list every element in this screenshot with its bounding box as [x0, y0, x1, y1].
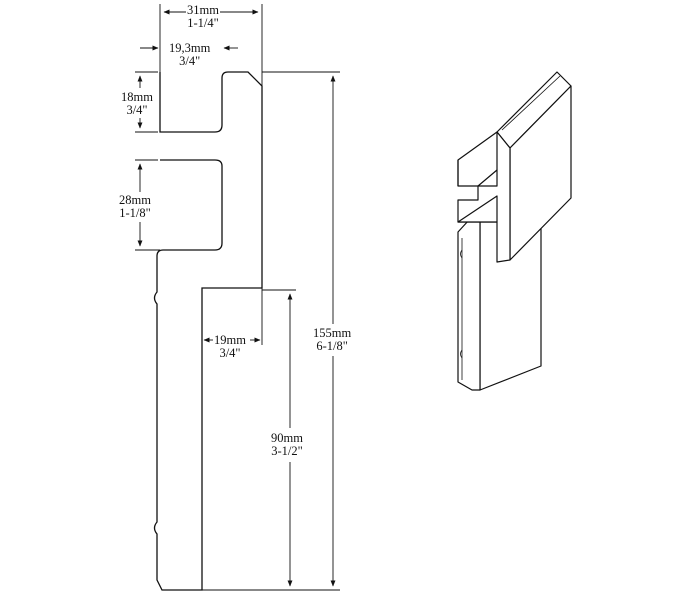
dim-inner-width-imperial: 3/4"	[179, 54, 201, 68]
dim-top-groove-imperial: 3/4"	[126, 103, 148, 117]
dim-base-thickness-metric: 19mm	[214, 333, 246, 347]
dim-middle-groove-metric: 28mm	[119, 193, 151, 207]
dim-total-height-imperial: 6-1/8"	[316, 339, 348, 353]
dim-top-groove-label: 18mm 3/4"	[120, 91, 154, 117]
isometric-details	[460, 75, 561, 380]
dim-middle-groove-imperial: 1-1/8"	[119, 206, 151, 220]
dim-inner-width-metric: 19,3mm	[169, 41, 211, 55]
dim-total-height-metric: 155mm	[313, 326, 352, 340]
dim-overall-width-label: 31mm 1-1/4"	[186, 4, 220, 30]
dim-middle-groove-label: 28mm 1-1/8"	[118, 194, 152, 220]
dim-top-groove-metric: 18mm	[121, 90, 153, 104]
dim-base-thickness-label: 19mm 3/4"	[213, 334, 247, 360]
dim-overall-width-metric: 31mm	[187, 3, 219, 17]
isometric-view	[457, 71, 572, 391]
dim-base-thickness-imperial: 3/4"	[219, 346, 241, 360]
dim-base-height-label: 90mm 3-1/2"	[270, 432, 304, 458]
dim-base-height-metric: 90mm	[271, 431, 303, 445]
dim-overall-width-imperial: 1-1/4"	[187, 16, 219, 30]
dimension-lines	[135, 4, 340, 591]
profile-outline	[153, 71, 263, 591]
dim-total-height-label: 155mm 6-1/8"	[312, 326, 353, 353]
dim-inner-width-label: 19,3mm 3/4"	[168, 41, 212, 68]
dim-base-height-imperial: 3-1/2"	[271, 444, 303, 458]
